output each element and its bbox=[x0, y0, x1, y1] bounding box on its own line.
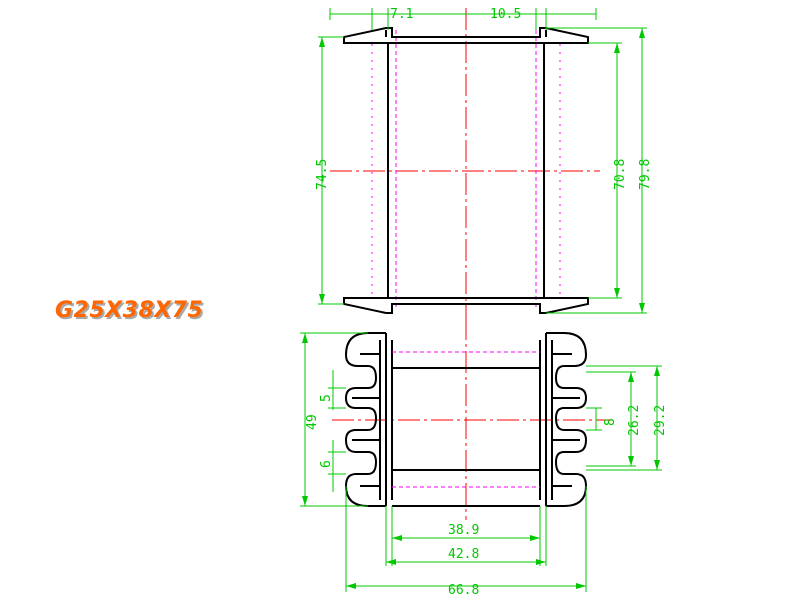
arrow-66-left bbox=[346, 583, 356, 589]
arrow-29-bottom bbox=[654, 460, 660, 470]
dim-49: 49 bbox=[305, 414, 320, 430]
dim-26-2: 26.2 bbox=[627, 405, 642, 436]
dim-5: 5 bbox=[319, 394, 334, 402]
arrow-38-right bbox=[530, 535, 540, 541]
top-flange bbox=[343, 27, 589, 44]
front-view: 7.1 10.5 74.5 70.8 79.8 bbox=[315, 7, 653, 322]
dim-8: 8 bbox=[603, 418, 618, 426]
arrow-66-right bbox=[576, 583, 586, 589]
dim-height-overall: 79.8 bbox=[638, 159, 653, 190]
dim-height-left: 74.5 bbox=[315, 159, 330, 190]
left-comb-flange bbox=[344, 332, 386, 507]
right-comb-flange bbox=[546, 332, 588, 507]
arrow-26-bottom bbox=[628, 456, 634, 466]
arrow-inner-bottom bbox=[614, 288, 620, 298]
arrow-42-left bbox=[386, 559, 396, 565]
arrow-49-top bbox=[302, 333, 308, 343]
arrow-29-top bbox=[654, 366, 660, 376]
dim-height-inner: 70.8 bbox=[613, 159, 628, 190]
arrow-42-right bbox=[536, 559, 546, 565]
dim-66-8: 66.8 bbox=[448, 583, 479, 598]
plan-view: 49 5 6 8 26.2 29.2 bbox=[300, 318, 668, 598]
dim-top-right-offset: 10.5 bbox=[490, 7, 521, 22]
arrow-left-top bbox=[319, 37, 325, 47]
arrow-inner-top bbox=[614, 43, 620, 53]
dim-29-2: 29.2 bbox=[653, 405, 668, 436]
arrow-overall-bottom bbox=[639, 303, 645, 313]
dim-top-left-offset: 7.1 bbox=[390, 7, 413, 22]
part-title: G25X38X75 bbox=[55, 298, 204, 323]
arrow-left-bottom bbox=[319, 294, 325, 304]
dim-6: 6 bbox=[319, 460, 334, 468]
arrow-49-bottom bbox=[302, 496, 308, 506]
dim-38-9: 38.9 bbox=[448, 523, 479, 538]
bottom-flange bbox=[343, 297, 589, 314]
arrow-overall-top bbox=[639, 28, 645, 38]
arrow-38-left bbox=[392, 535, 402, 541]
arrow-26-top bbox=[628, 372, 634, 382]
dim-42-8: 42.8 bbox=[448, 547, 479, 562]
